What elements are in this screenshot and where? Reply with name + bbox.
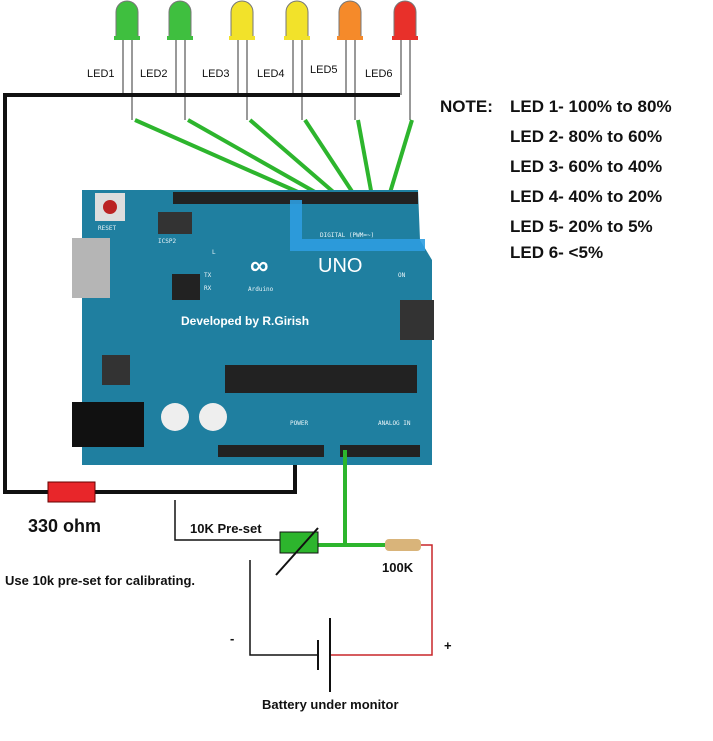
analog-header — [340, 445, 420, 457]
led-rim — [392, 36, 418, 40]
rx-label: RX — [204, 285, 212, 292]
microcontroller — [225, 365, 417, 393]
led-5: LED5 — [310, 0, 363, 120]
blue-wire — [290, 200, 425, 251]
resistor-label: 330 ohm — [28, 516, 101, 536]
note-title: NOTE: — [440, 97, 493, 116]
a0-wire — [318, 450, 385, 547]
reset-label: RESET — [98, 225, 116, 232]
negative-wire — [249, 560, 318, 656]
led-rim — [167, 36, 193, 40]
digital-label: DIGITAL (PWM=~) — [320, 232, 374, 239]
preset-wire — [174, 500, 280, 541]
led-bulb-icon — [338, 0, 362, 39]
plus-sign: + — [444, 638, 452, 653]
led-label: LED5 — [310, 64, 338, 76]
resistor-100k-label: 100K — [382, 560, 414, 575]
positive-wire — [330, 544, 433, 656]
note-line: LED 5- 20% to 5% — [510, 217, 653, 236]
credit-text: Developed by R.Girish — [181, 314, 309, 328]
brand-label: Arduino — [248, 286, 274, 293]
led-label: LED4 — [257, 68, 285, 80]
resistor-330-ohm — [47, 481, 96, 503]
uno-logo: UNO — [318, 255, 362, 277]
calibration-note: Use 10k pre-set for calibrating. — [5, 573, 195, 588]
note-block: NOTE: LED 1- 100% to 80% LED 2- 80% to 6… — [440, 97, 672, 262]
power-jack — [72, 402, 144, 447]
voltage-regulator — [102, 355, 130, 385]
led-label: LED6 — [365, 68, 393, 80]
note-line: LED 6- <5% — [510, 243, 603, 262]
power-header — [218, 445, 324, 457]
capacitor — [199, 403, 227, 431]
icsp-header — [400, 300, 434, 340]
preset-arrow-icon — [275, 527, 319, 576]
led-bulb-icon — [230, 0, 254, 39]
led-rim — [284, 36, 310, 40]
icsp2-header — [158, 212, 192, 234]
battery-label: Battery under monitor — [262, 697, 399, 712]
led-label: LED2 — [140, 68, 168, 80]
preset-label: 10K Pre-set — [190, 521, 262, 536]
led-rim — [337, 36, 363, 40]
arduino-logo-icon: ∞ — [250, 250, 269, 280]
on-label: ON — [398, 272, 406, 279]
note-line: LED 3- 60% to 40% — [510, 157, 662, 176]
note-line: LED 2- 80% to 60% — [510, 127, 662, 146]
capacitor — [161, 403, 189, 431]
tx-label: TX — [204, 272, 212, 279]
led-1: LED1 — [87, 0, 140, 120]
reset-button-cap — [103, 200, 117, 214]
resistor-100k — [385, 539, 421, 551]
led-label: LED3 — [202, 68, 230, 80]
led-4: LED4 — [257, 0, 310, 120]
chip-small — [172, 274, 200, 300]
icsp2-label: ICSP2 — [158, 238, 176, 245]
led-bulb-icon — [285, 0, 309, 39]
led-label: LED1 — [87, 68, 115, 80]
led-rim — [229, 36, 255, 40]
led-row: LED1 LED2 LED3 LED4 LED5 LED6 — [87, 0, 418, 120]
led-l-label: L — [212, 249, 216, 256]
arduino-uno-board: RESET ICSP2 DIGITAL (PWM=~) L TX RX ∞ UN… — [72, 190, 434, 465]
led-3: LED3 — [202, 0, 255, 120]
analog-label: ANALOG IN — [378, 420, 411, 427]
note-line: LED 1- 100% to 80% — [510, 97, 672, 116]
led-bulb-icon — [168, 0, 192, 39]
led-rim — [114, 36, 140, 40]
minus-sign: - — [230, 631, 234, 646]
led-wires — [134, 118, 414, 198]
led-2: LED2 — [140, 0, 193, 120]
digital-header — [173, 192, 418, 204]
power-label: POWER — [290, 420, 308, 427]
led-bulb-icon — [393, 0, 417, 39]
led-bulb-icon — [115, 0, 139, 39]
usb-port — [72, 238, 110, 298]
led-6: LED6 — [365, 0, 418, 120]
ground-wire — [3, 93, 400, 494]
note-line: LED 4- 40% to 20% — [510, 187, 662, 206]
